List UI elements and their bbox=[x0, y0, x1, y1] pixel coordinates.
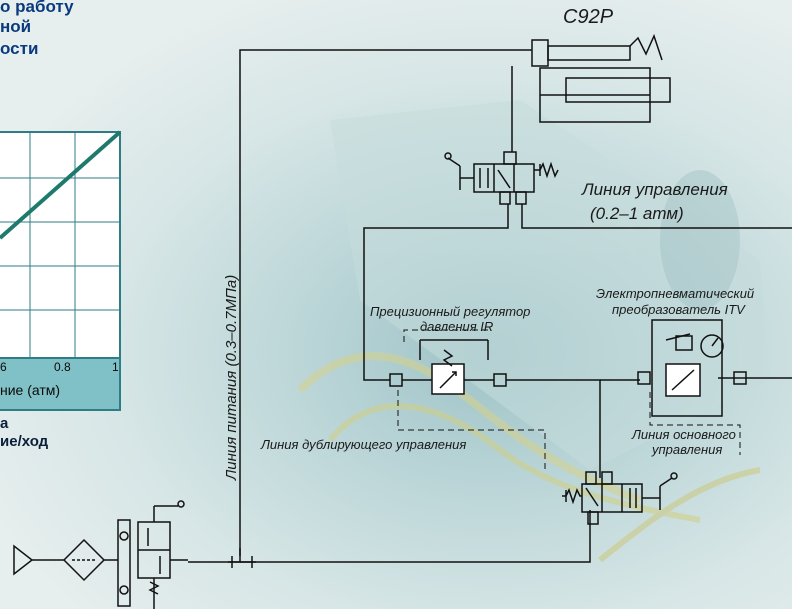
main-line-label: Линия основного bbox=[632, 427, 736, 442]
cylinder-label: C92P bbox=[563, 6, 614, 28]
backup-line-label: Линия дублирующего управления bbox=[261, 437, 467, 452]
chart-tick-label: 0.8 bbox=[54, 360, 71, 374]
bottom-valve-symbol bbox=[562, 471, 678, 525]
top-valve-symbol bbox=[444, 151, 559, 205]
ir-regulator-symbol bbox=[389, 339, 507, 395]
ir-regulator-model-label: давления IR bbox=[420, 319, 494, 334]
chart-caption-line-2: ие/ход bbox=[0, 433, 49, 450]
page-heading-line-1: о работу bbox=[0, 0, 74, 16]
control-line-label: Линия управления bbox=[582, 180, 728, 199]
pilot-lines bbox=[397, 329, 741, 470]
control-line-pressure-label: (0.2–1 атм) bbox=[590, 204, 684, 223]
chart-tick-label: 1 bbox=[112, 360, 119, 374]
pressure-chart bbox=[0, 130, 122, 411]
page-heading-line-3: ости bbox=[0, 39, 39, 58]
chart-line bbox=[0, 130, 122, 240]
main-line-label-2: управления bbox=[652, 442, 723, 457]
chart-x-axis-label: ние (атм) bbox=[0, 382, 61, 398]
chart-caption-line-1: а bbox=[0, 415, 9, 432]
chart-tick-label: 6 bbox=[0, 360, 7, 374]
itv-label: Электропневматический bbox=[596, 286, 755, 301]
page-heading-line-2: ной bbox=[0, 17, 32, 36]
air-prep-unit bbox=[13, 500, 188, 609]
pipelines bbox=[188, 49, 792, 563]
cylinder-symbol bbox=[531, 33, 671, 123]
itv-model-label: преобразователь ITV bbox=[612, 302, 745, 317]
background-cylinder-photo bbox=[297, 100, 770, 563]
ir-regulator-label: Прецизионный регулятор bbox=[370, 304, 531, 319]
tee-fitting bbox=[228, 548, 256, 568]
itv-transducer-symbol bbox=[637, 319, 747, 417]
supply-line-label: Линия питания (0.3–0.7МПа) bbox=[223, 275, 240, 481]
